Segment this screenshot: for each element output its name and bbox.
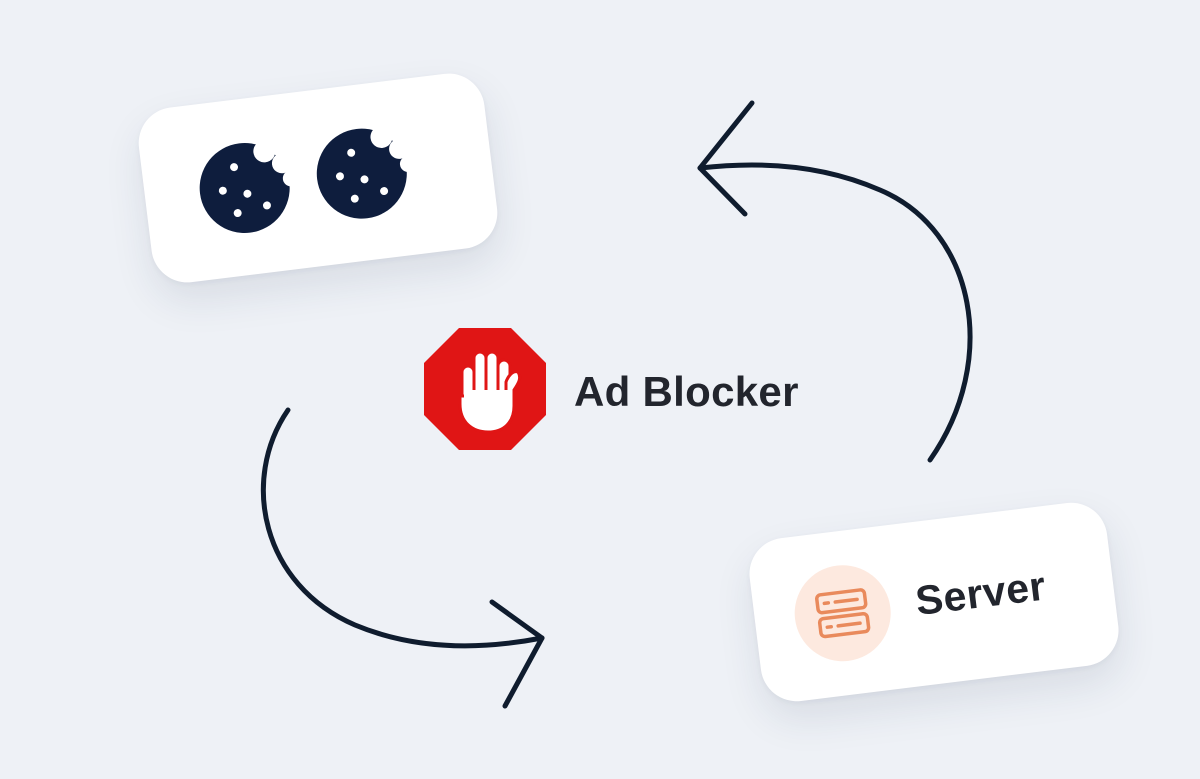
arrow-cookies-to-server xyxy=(260,407,545,649)
adblock-stop-hand-icon xyxy=(424,328,546,450)
server-label: Server xyxy=(912,562,1049,625)
server-icon-badge xyxy=(789,559,897,667)
arrow-server-to-cookies xyxy=(697,162,973,463)
server-card: Server xyxy=(745,498,1123,706)
arrow-head-bottom xyxy=(489,599,545,709)
adblock-label: Ad Blocker xyxy=(574,368,799,415)
cookies-card xyxy=(134,69,502,287)
cookie-icon xyxy=(316,128,407,219)
arrow-head-top xyxy=(697,100,755,217)
cookie-icon xyxy=(199,143,290,234)
server-icon xyxy=(815,588,871,639)
